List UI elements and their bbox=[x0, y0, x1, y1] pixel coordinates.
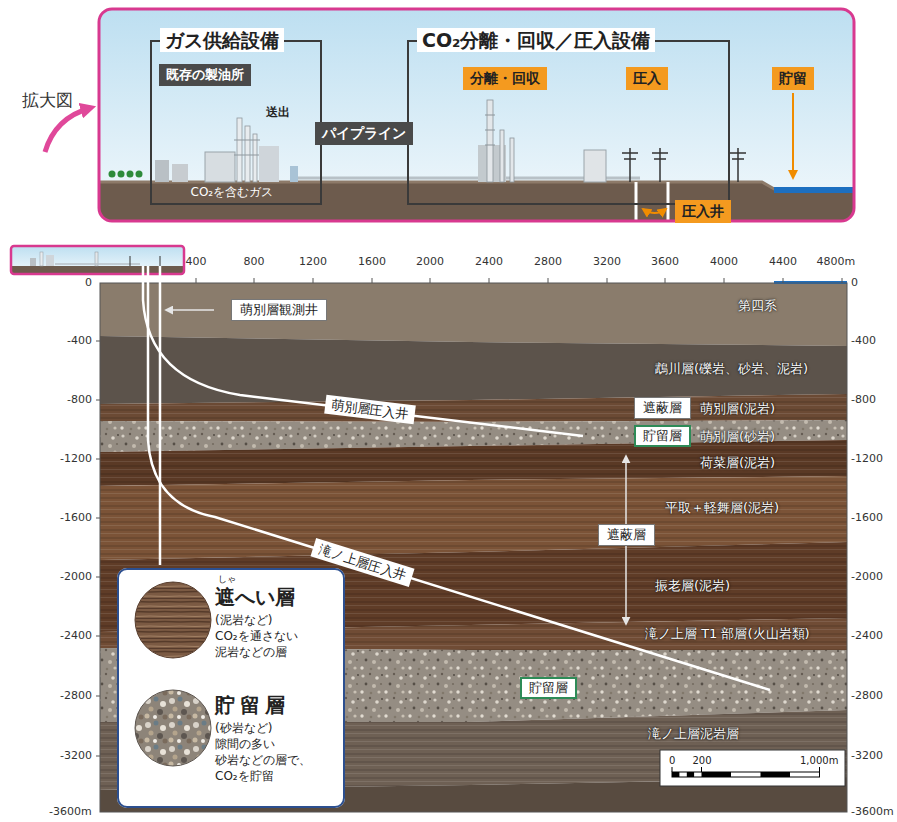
layer-name: 滝ノ上層 T1 部層(火山岩類) bbox=[645, 625, 810, 642]
group-heading: ガス供給設備 bbox=[160, 28, 284, 52]
axis-tick-label: 2400 bbox=[475, 255, 503, 269]
process-tag: 貯留 bbox=[772, 67, 814, 90]
depth-label: -1600 bbox=[60, 511, 92, 525]
depth-label: -2400 bbox=[60, 629, 92, 643]
depth-label: -2400 bbox=[851, 629, 883, 643]
depth-label: -400 bbox=[67, 334, 92, 348]
depth-label: 0 bbox=[85, 276, 92, 290]
node-text: 遮蔽層 bbox=[643, 399, 682, 417]
node-text: 貯留層 bbox=[529, 679, 568, 697]
node-text: 分離・回収 bbox=[470, 69, 540, 88]
legend-note: (泥岩など) bbox=[215, 612, 272, 628]
node-text: 貯留 bbox=[779, 69, 807, 88]
axis-tick-label: 2800 bbox=[534, 255, 562, 269]
depth-label: -2000 bbox=[60, 570, 92, 584]
well-tag: 圧入井 bbox=[675, 200, 731, 223]
reservoir-tag: 貯留層 bbox=[634, 425, 691, 447]
depth-label: -3600m bbox=[49, 805, 92, 819]
depth-label: -1600 bbox=[851, 511, 883, 525]
scale-label: 200 bbox=[693, 754, 712, 767]
layer-name: 平取＋軽舞層(泥岩) bbox=[665, 499, 779, 516]
facility-group: ガス供給設備既存の製油所 bbox=[150, 40, 322, 205]
facility-tag: 既存の製油所 bbox=[159, 64, 251, 86]
axis-tick-label: 4800m bbox=[817, 255, 856, 269]
depth-label: -3200 bbox=[60, 749, 92, 763]
axis-tick-label: 1200 bbox=[299, 255, 327, 269]
process-tag: 分離・回収 bbox=[463, 67, 547, 90]
layer-name: 荷菜層(泥岩) bbox=[700, 454, 775, 471]
flow-label: 送出 bbox=[266, 104, 290, 120]
depth-label: 0 bbox=[851, 276, 858, 290]
layer-name: 鵡川層(礫岩、砂岩、泥岩) bbox=[655, 360, 808, 377]
well-callout: 萌別層観測井 bbox=[231, 299, 327, 321]
layer-name: 滝ノ上層泥岩層 bbox=[648, 725, 739, 742]
depth-label: -800 bbox=[67, 393, 92, 407]
depth-label: -3200 bbox=[851, 749, 883, 763]
depth-label: -1200 bbox=[60, 452, 92, 466]
process-tag: 圧入 bbox=[626, 67, 668, 90]
ruby-reading: しゃ bbox=[218, 573, 236, 585]
axis-tick-label: 3600 bbox=[651, 255, 679, 269]
legend-panel: しゃ遮へい層 (泥岩など)CO₂を通さない 泥岩などの層貯留層 (砂岩など)隙間の多… bbox=[117, 568, 345, 808]
group-heading: CO₂分離・回収／圧入設備 bbox=[417, 28, 655, 52]
legend-heading: 遮へい層 bbox=[215, 584, 295, 610]
node-text: 萌別層観測井 bbox=[240, 301, 318, 319]
axis-tick-label: 1600 bbox=[358, 255, 386, 269]
inset-caption: 拡大図 bbox=[22, 89, 73, 111]
legend-heading: 貯留層 bbox=[215, 692, 290, 718]
depth-label: -3600m bbox=[851, 805, 894, 819]
depth-label: -400 bbox=[851, 334, 876, 348]
node-text: 圧入井 bbox=[682, 202, 724, 221]
depth-label: -800 bbox=[851, 393, 876, 407]
seal-tag: 遮蔽層 bbox=[634, 397, 691, 419]
scale-label: 0 bbox=[669, 754, 675, 767]
node-text: 遮蔽層 bbox=[607, 526, 646, 544]
axis-tick-label: 4400 bbox=[769, 255, 797, 269]
depth-label: -2800 bbox=[851, 689, 883, 703]
axis-tick-label: 800 bbox=[244, 255, 265, 269]
layer-name: 萌別層(砂岩) bbox=[700, 428, 775, 445]
scale-label: 1,000m bbox=[800, 754, 838, 767]
axis-tick-label: 3200 bbox=[593, 255, 621, 269]
axis-tick-label: 400 bbox=[186, 255, 207, 269]
depth-label: -2800 bbox=[60, 689, 92, 703]
node-text: 貯留層 bbox=[643, 427, 682, 445]
node-text: 既存の製油所 bbox=[166, 66, 244, 84]
legend-text: CO₂を通さない 泥岩などの層 bbox=[215, 628, 339, 660]
layer-name: 萌別層(泥岩) bbox=[700, 400, 775, 417]
legend-note: (砂岩など) bbox=[215, 720, 272, 736]
facility-group: CO₂分離・回収／圧入設備分離・回収圧入 bbox=[407, 40, 730, 205]
node-text: 圧入 bbox=[633, 69, 661, 88]
depth-label: -2000 bbox=[851, 570, 883, 584]
legend-text: 隙間の多い 砂岩などの層で、 CO₂を貯留 bbox=[215, 736, 339, 784]
axis-tick-label: 4000 bbox=[710, 255, 738, 269]
node-text: パイプライン bbox=[322, 124, 406, 143]
reservoir-tag: 貯留層 bbox=[520, 677, 577, 699]
ground-label: CO₂を含むガス bbox=[191, 184, 274, 200]
layer-name: 振老層(泥岩) bbox=[655, 577, 730, 594]
depth-label: -1200 bbox=[851, 452, 883, 466]
layer-name: 第四系 bbox=[738, 297, 777, 314]
pipeline-tag: パイプライン bbox=[315, 122, 413, 145]
seal-tag: 遮蔽層 bbox=[598, 524, 655, 546]
axis-tick-label: 2000 bbox=[416, 255, 444, 269]
